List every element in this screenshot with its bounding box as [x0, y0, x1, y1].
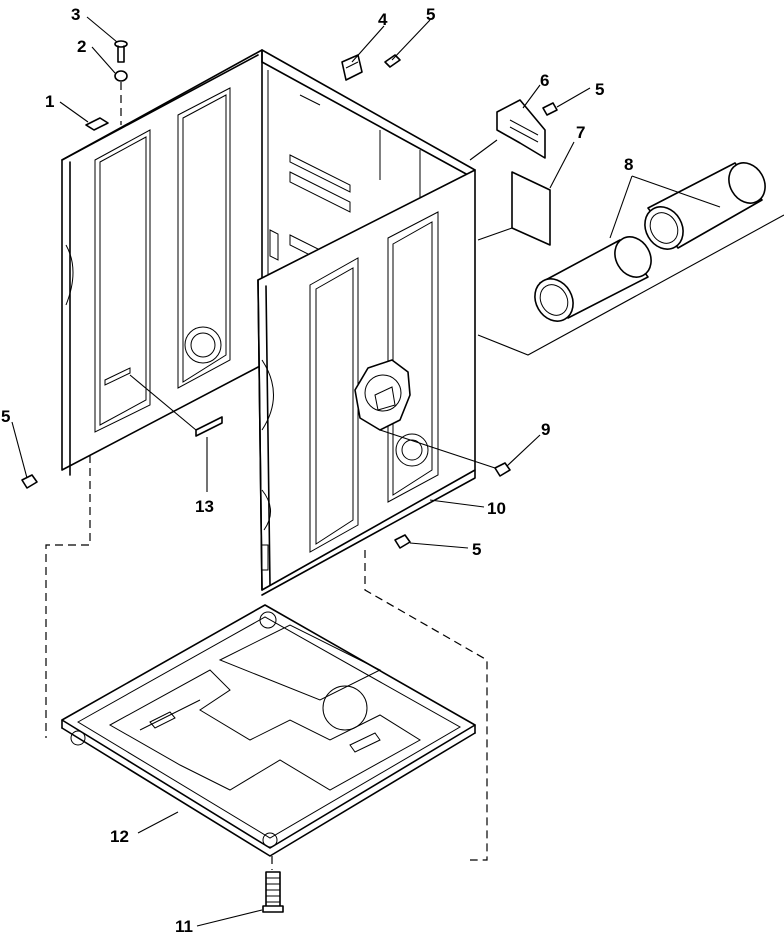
callout-5-right: 5	[595, 80, 604, 99]
callout-7: 7	[576, 123, 585, 142]
foot-cylinder-a	[534, 236, 652, 322]
callout-12: 12	[110, 827, 129, 846]
base-pan	[61, 604, 476, 857]
callout-8: 8	[624, 155, 633, 174]
callout-4: 4	[378, 10, 388, 29]
assembly-lines	[45, 139, 784, 870]
label-sheet	[511, 171, 551, 246]
callout-5-top: 5	[426, 5, 435, 24]
callouts: 1 2 3 4 5 5 5 5 6 7 8 9 10 11 12 13	[1, 5, 633, 936]
screw-part	[114, 40, 128, 63]
label-13	[195, 416, 223, 437]
callout-13: 13	[195, 497, 214, 516]
screw-9	[494, 462, 511, 477]
callout-5-left: 5	[1, 407, 10, 426]
foot-cylinder-b	[644, 162, 766, 250]
screw-5-right	[542, 102, 558, 116]
callout-3: 3	[71, 5, 80, 24]
callout-6: 6	[540, 71, 549, 90]
callout-11: 11	[175, 917, 193, 936]
front-panel	[257, 169, 476, 596]
screw-5-left	[21, 474, 38, 489]
nut-part	[114, 70, 128, 82]
screw-5-top	[384, 54, 401, 68]
plate-bracket	[496, 99, 546, 159]
callout-9: 9	[541, 420, 550, 439]
callout-10: 10	[487, 499, 506, 518]
callout-2: 2	[77, 37, 86, 56]
callout-5-bottom: 5	[472, 540, 481, 559]
clip-part	[85, 117, 109, 131]
bracket-part	[341, 54, 363, 81]
callout-1: 1	[45, 92, 54, 111]
leveling-leg	[262, 871, 284, 913]
cabinet-side-panel	[61, 49, 263, 476]
screw-5-bottom	[394, 534, 411, 549]
callout-leaders	[11, 16, 721, 927]
